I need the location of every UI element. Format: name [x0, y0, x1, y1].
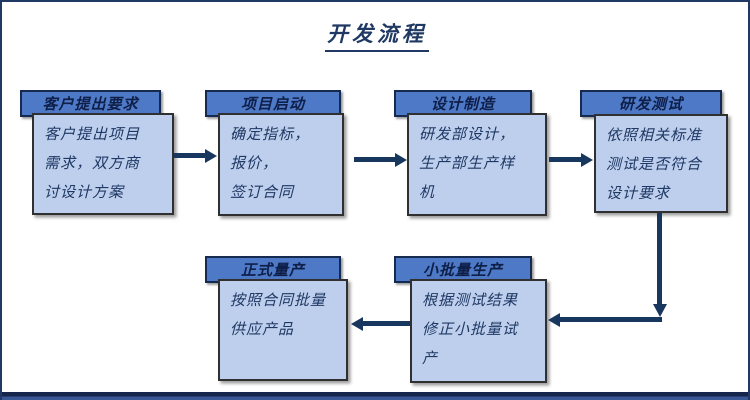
page-title: 开发流程	[325, 18, 429, 52]
arrow-head-left-icon	[351, 317, 363, 331]
node-header-design-manufacture: 设计制造	[394, 90, 532, 117]
arrow-line-down-to-smallbatch	[560, 317, 662, 322]
node-body-rd-testing: 依照相关标准 测试是否符合 设计要求	[594, 114, 728, 213]
arrow-line-testing-down	[657, 213, 662, 304]
arrow-line-design-to-testing	[549, 157, 581, 162]
arrow-head-right-icon	[581, 153, 593, 167]
node-header-small-batch: 小批量生产	[394, 256, 532, 283]
arrow-head-right-icon	[205, 149, 217, 163]
bottom-accent-bar	[2, 392, 748, 400]
node-header-customer-request: 客户提出要求	[20, 90, 161, 117]
title-container: 开发流程	[2, 18, 748, 52]
arrow-line-start-to-design	[354, 157, 395, 162]
node-header-rd-testing: 研发测试	[580, 90, 722, 117]
arrow-head-right-icon	[395, 153, 407, 167]
node-body-customer-request: 客户提出项目 需求，双方商 讨设计方案	[32, 113, 174, 215]
node-body-design-manufacture: 研发部设计， 生产部生产样 机	[407, 113, 547, 216]
arrow-line-customer-to-start	[174, 153, 205, 158]
node-body-small-batch: 根据测试结果 修正小批量试 产	[410, 279, 547, 383]
arrow-head-left-icon	[548, 313, 560, 327]
arrow-line-smallbatch-to-mass	[363, 321, 410, 326]
node-body-project-start: 确定指标， 报价， 签订合同	[218, 113, 344, 216]
arrow-head-down-icon	[653, 304, 667, 317]
node-body-mass-production: 按照合同批量 供应产品	[218, 279, 348, 381]
